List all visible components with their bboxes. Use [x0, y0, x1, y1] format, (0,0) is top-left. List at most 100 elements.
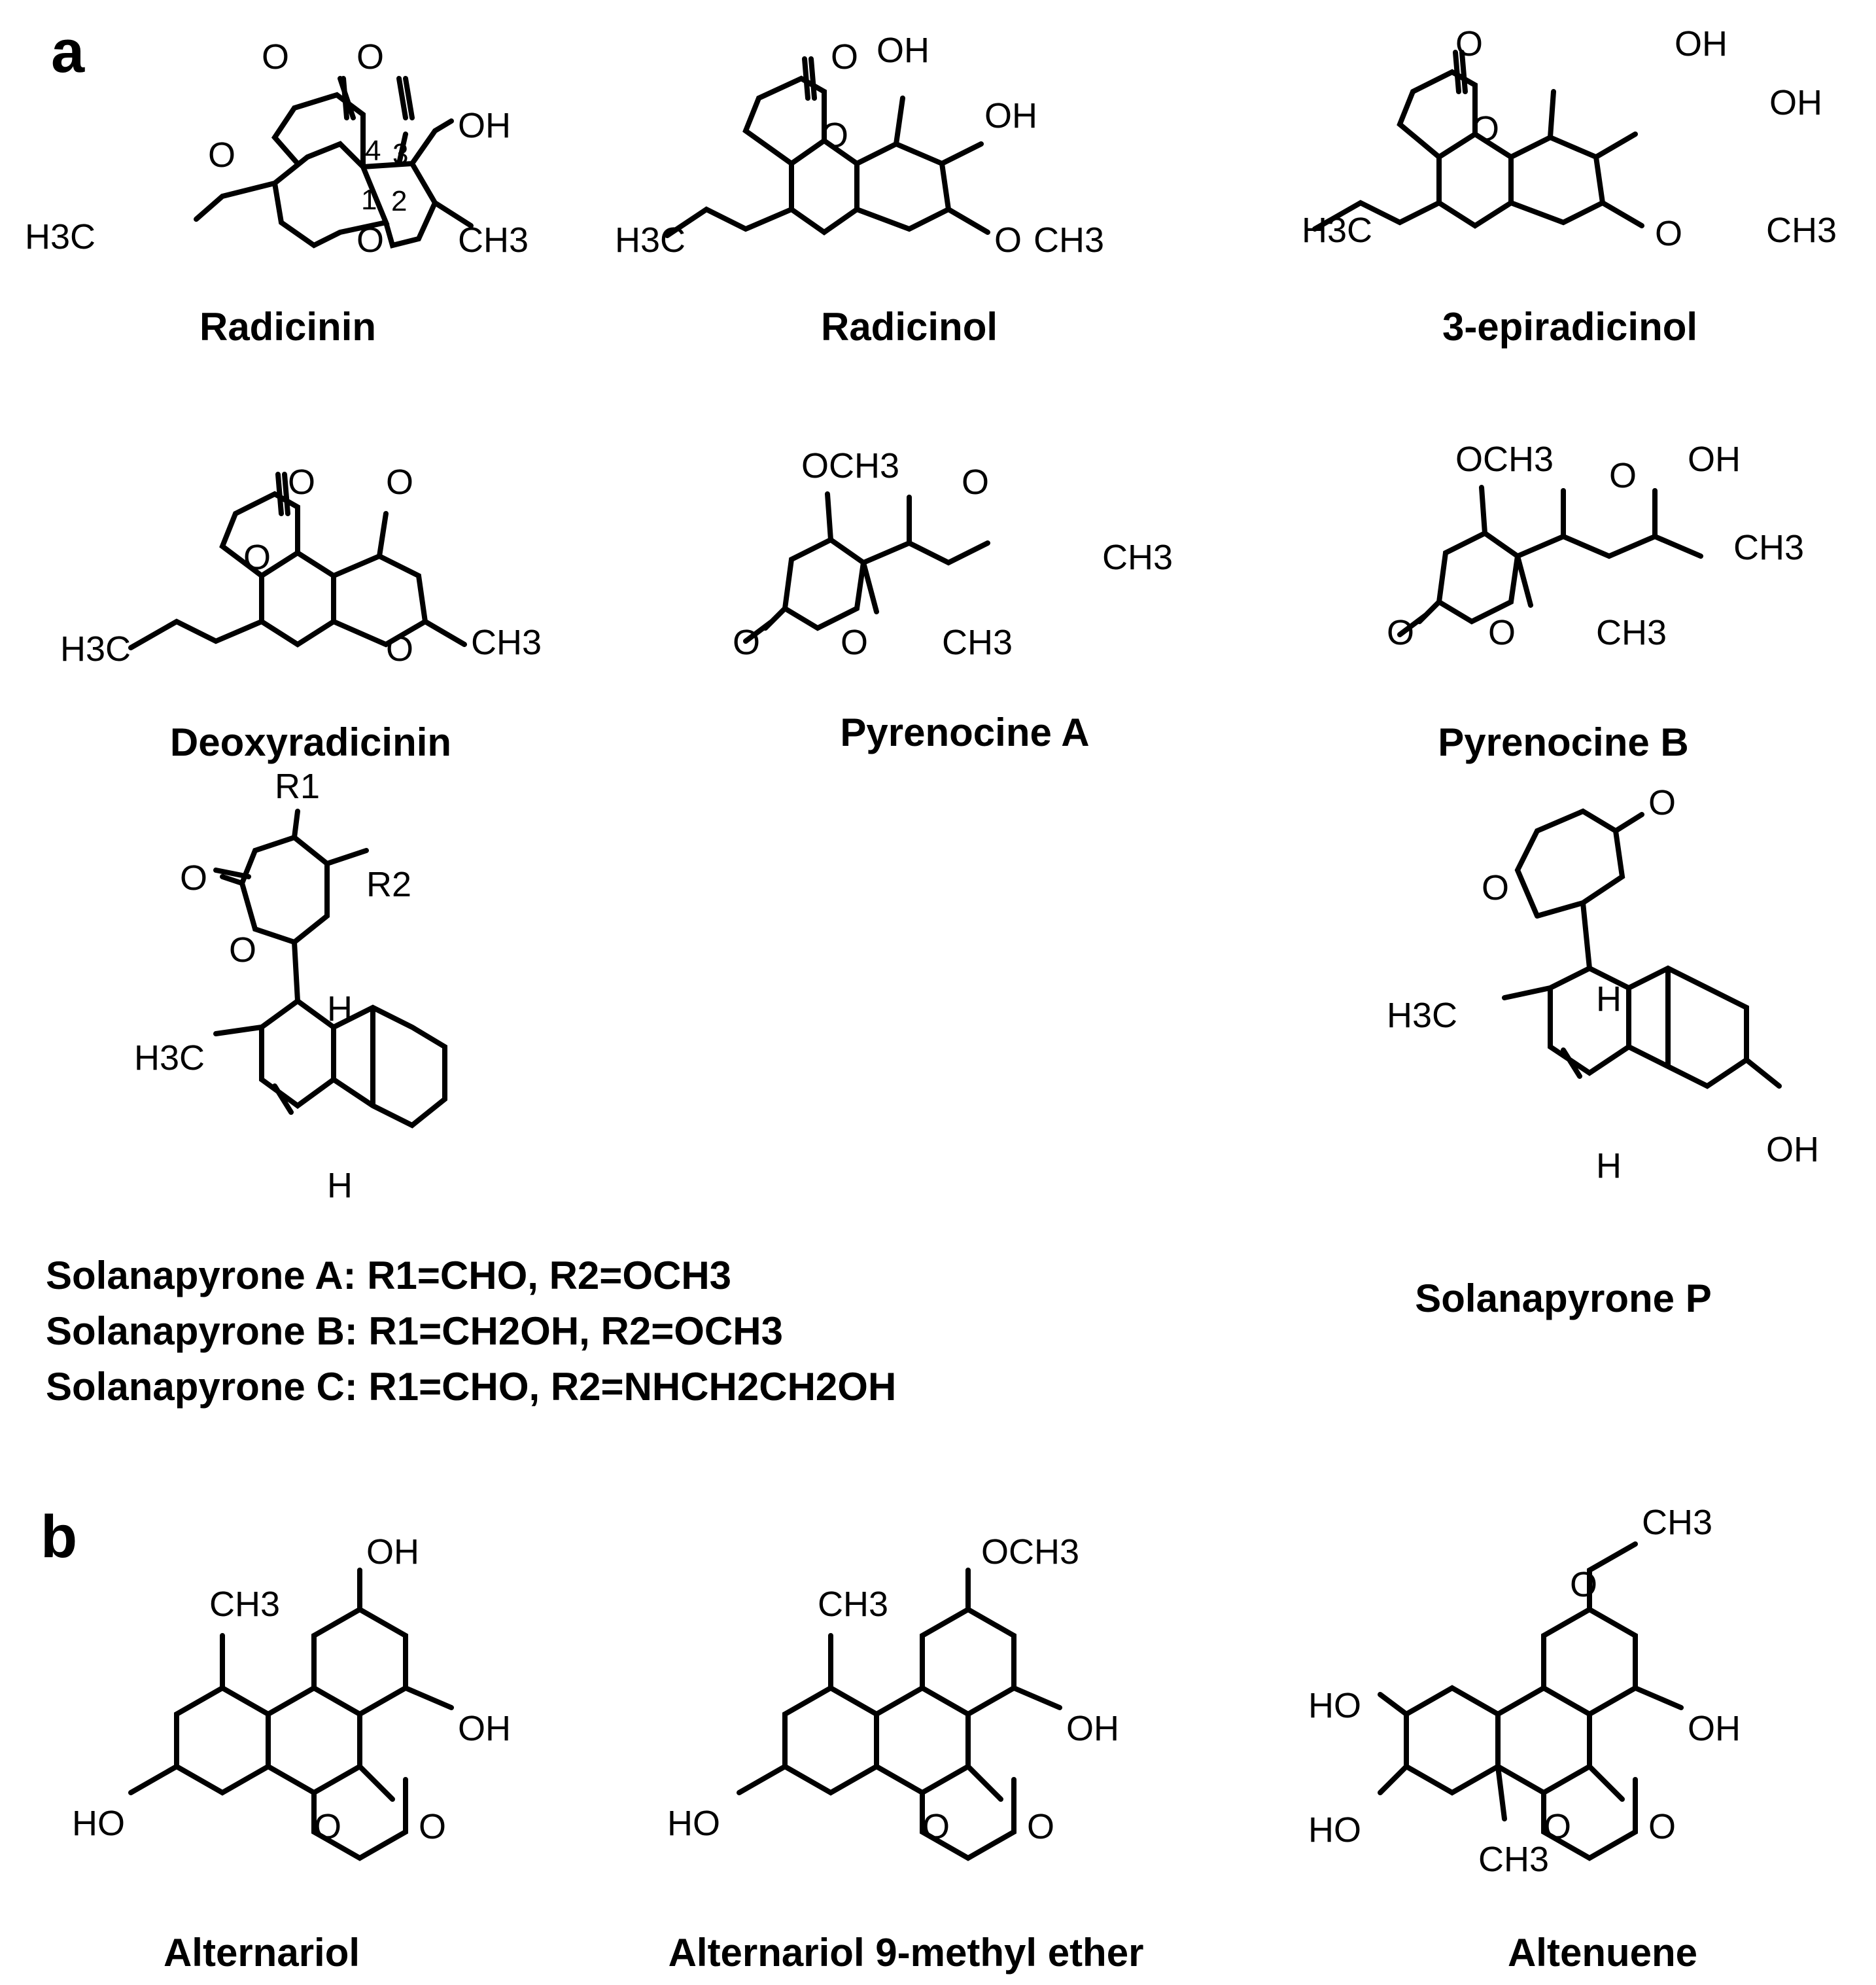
compound-name-pyrenocine-a: Pyrenocine A	[840, 711, 1089, 754]
solanapyrone-b-line: Solanapyrone B: R1=CH2OH, R2=OCH3	[46, 1309, 783, 1353]
atom-label: OH	[1688, 440, 1741, 479]
compound-name-solanapyrone-p: Solanapyrone P	[1415, 1276, 1711, 1320]
panel-label-a: a	[51, 18, 85, 85]
position-number: 4	[365, 135, 381, 167]
atom-label: O	[180, 858, 207, 898]
compound-name-alternariol: Alternariol	[164, 1931, 360, 1975]
structure-altenuene: CH3 O OH HO HO O O CH3	[1308, 1503, 1741, 1879]
atom-label: HO	[667, 1804, 720, 1843]
atom-label: H3C	[25, 217, 96, 256]
atom-label: O	[386, 463, 413, 502]
atom-label: HO	[1308, 1810, 1361, 1850]
atom-label: O	[1027, 1807, 1054, 1846]
atom-label: CH3	[1642, 1503, 1712, 1542]
solanapyrone-a-line: Solanapyrone A: R1=CHO, R2=OCH3	[46, 1254, 731, 1297]
structure-pyrenocine-b: OCH3 O OH CH3 O O CH3	[1387, 440, 1804, 652]
atom-label: CH3	[942, 623, 1013, 662]
atom-label: O	[262, 37, 289, 77]
panel-label-b: b	[41, 1503, 77, 1570]
atom-label: OH	[1675, 24, 1728, 63]
compound-name-altenuene: Altenuene	[1508, 1931, 1697, 1975]
atom-label: HO	[72, 1804, 125, 1843]
atom-label: CH3	[818, 1585, 888, 1624]
solanapyrone-c-line: Solanapyrone C: R1=CHO, R2=NHCH2CH2OH	[46, 1365, 896, 1409]
structure-alternariol-9-methyl-ether: CH3 OCH3 OH HO O O	[667, 1532, 1119, 1861]
atom-label: O	[1455, 24, 1483, 63]
atom-label: CH3	[471, 623, 542, 662]
compound-name-radicinol: Radicinol	[821, 305, 998, 349]
atom-label: CH3	[458, 220, 529, 260]
structure-deoxyradicinin: H3C O O O O CH3	[60, 463, 542, 669]
structure-solanapyrone-core: R1 R2 O O H3C H H	[134, 767, 447, 1205]
atom-label: OCH3	[1455, 440, 1554, 479]
atom-label: O	[1488, 613, 1516, 652]
compound-name-radicinin: Radicinin	[200, 305, 376, 349]
atom-label: CH3	[1034, 220, 1104, 260]
atom-label: O	[1648, 783, 1676, 822]
atom-label: H	[327, 1166, 353, 1205]
atom-label: H3C	[1387, 996, 1457, 1035]
atom-label: R1	[275, 767, 320, 806]
atom-label: CH3	[209, 1585, 280, 1624]
atom-label: H	[1596, 1146, 1622, 1186]
atom-label: O	[1472, 109, 1499, 149]
atom-label: H3C	[60, 629, 131, 669]
atom-label: O	[356, 220, 384, 260]
compound-name-3-epiradicinol: 3-epiradicinol	[1442, 305, 1697, 349]
atom-label: CH3	[1596, 613, 1667, 652]
atom-label: OH	[1766, 1130, 1819, 1169]
atom-label: O	[314, 1807, 341, 1846]
atom-label: O	[841, 623, 868, 662]
atom-label: O	[831, 37, 858, 77]
atom-label: CH3	[1766, 211, 1837, 250]
atom-label: O	[962, 463, 989, 502]
atom-label: OH	[458, 106, 511, 145]
atom-label: O	[356, 37, 384, 77]
position-number: 2	[391, 185, 407, 217]
atom-label: O	[922, 1807, 950, 1846]
atom-label: OCH3	[981, 1532, 1079, 1572]
atom-label: O	[229, 930, 256, 970]
atom-label: O	[1387, 613, 1414, 652]
atom-label: R2	[366, 865, 411, 904]
position-number: 3	[392, 138, 408, 170]
structure-radicinol: H3C O O O OH OH CH3	[615, 31, 1104, 260]
atom-label: HO	[1308, 1686, 1361, 1725]
atom-label: O	[733, 623, 760, 662]
structure-pyrenocine-a: OCH3 O CH3 O O CH3	[733, 446, 1173, 662]
atom-label: O	[1482, 868, 1509, 907]
atom-label: O	[1655, 214, 1682, 253]
atom-label: H	[327, 989, 353, 1028]
atom-label: O	[994, 220, 1022, 260]
atom-label: OH	[1769, 83, 1822, 122]
atom-label: O	[1609, 456, 1637, 495]
atom-label: OH	[1066, 1709, 1119, 1748]
atom-label: H3C	[615, 220, 686, 260]
atom-label: OH	[458, 1709, 511, 1748]
atom-label: H3C	[134, 1038, 205, 1078]
atom-label: O	[419, 1807, 446, 1846]
atom-label: OH	[366, 1532, 419, 1572]
atom-label: CH3	[1733, 528, 1804, 567]
atom-label: OH	[984, 96, 1037, 135]
position-number: 1	[361, 184, 377, 216]
structure-3-epiradicinol: H3C O O O OH OH CH3	[1302, 24, 1837, 253]
compound-name-pyrenocine-b: Pyrenocine B	[1438, 720, 1688, 764]
atom-label: O	[1570, 1565, 1597, 1604]
atom-label: O	[243, 538, 271, 577]
structure-solanapyrone-p: O O H3C H H OH	[1387, 783, 1819, 1186]
atom-label: H3C	[1302, 211, 1372, 250]
atom-label: O	[386, 629, 413, 669]
atom-label: H	[1596, 979, 1622, 1019]
atom-label: OH	[1688, 1709, 1741, 1748]
atom-label: OH	[877, 31, 929, 70]
compound-name-alternariol-9-methyl-ether: Alternariol 9-methyl ether	[669, 1931, 1144, 1975]
atom-label: O	[1648, 1807, 1676, 1846]
structure-alternariol: CH3 OH OH HO O O	[72, 1532, 511, 1861]
atom-label: CH3	[1478, 1840, 1549, 1879]
compound-name-deoxyradicinin: Deoxyradicinin	[170, 720, 451, 764]
atom-label: O	[208, 135, 235, 175]
atom-label: O	[1544, 1807, 1571, 1846]
atom-label: O	[288, 463, 315, 502]
